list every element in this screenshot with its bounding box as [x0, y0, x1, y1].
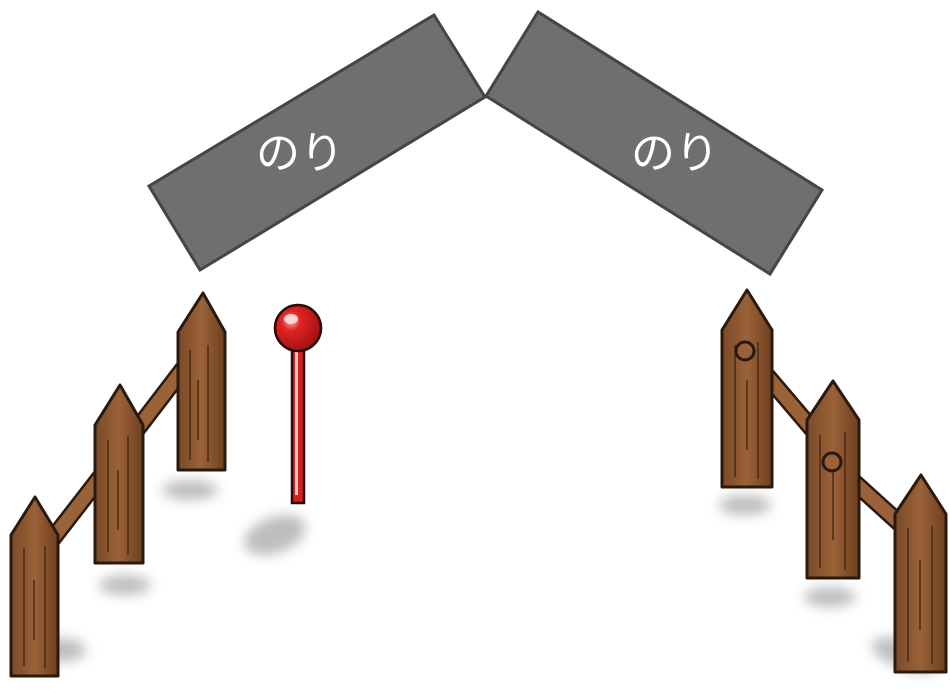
left-board-label: のり — [256, 128, 344, 179]
right-board: のり — [486, 12, 822, 274]
fence-post — [95, 385, 143, 563]
right-board-label: のり — [631, 128, 719, 179]
right-fence — [722, 290, 946, 672]
left-board: のり — [149, 15, 485, 270]
pin-icon — [275, 305, 321, 503]
fence-post — [178, 293, 225, 470]
